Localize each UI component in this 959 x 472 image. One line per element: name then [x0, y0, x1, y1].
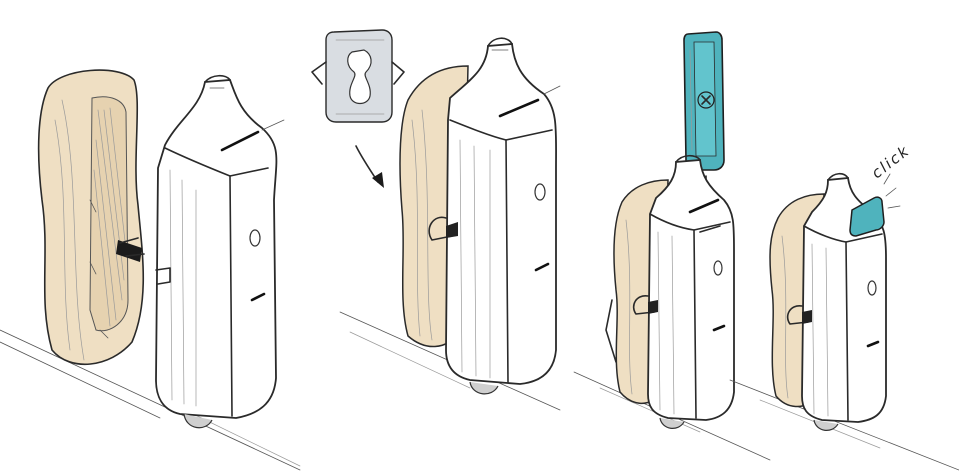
floor-line: [729, 379, 959, 471]
connector-icon: [116, 237, 145, 262]
teal-cartridge-seated: [849, 196, 885, 237]
beige-side-panel: [37, 69, 145, 366]
teal-cartridge: [683, 31, 725, 171]
device-with-cartridge: [605, 154, 735, 429]
floor-line: [0, 329, 301, 471]
scene-2: [311, 29, 561, 411]
scene-3: [573, 31, 771, 461]
key-card: [311, 29, 405, 123]
device-body: [155, 74, 285, 429]
assembled-device: [399, 37, 561, 395]
scene-1: [0, 69, 301, 471]
floor-line: [349, 331, 471, 389]
arrow-down-right-icon: [355, 145, 384, 188]
scene-4: [729, 172, 959, 471]
floor-line: [599, 387, 701, 433]
floor-line: [0, 341, 161, 419]
device-clicked: [769, 172, 901, 431]
